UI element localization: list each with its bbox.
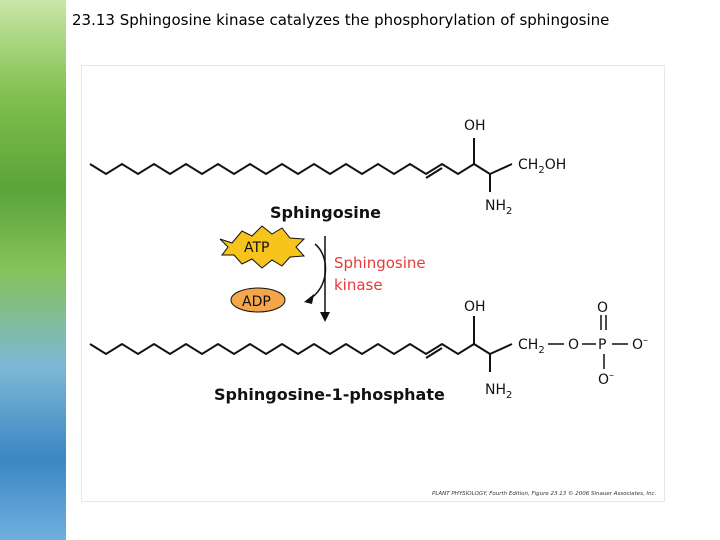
phosphorus-label: P: [598, 337, 606, 353]
leaf-background-panel: [0, 0, 66, 540]
s1p-ch2-label: CH2: [518, 337, 545, 356]
double-bond-line: [425, 167, 443, 179]
chain-bond: [473, 163, 491, 175]
s1p-nh2-label: NH2: [485, 382, 512, 401]
figure-credit: PLANT PHYSIOLOGY, Fourth Edition, Figure…: [432, 490, 657, 497]
sphingosine-name: Sphingosine: [270, 203, 381, 222]
bottom-oxygen-label: O–: [598, 370, 614, 388]
nh2-label: NH2: [485, 198, 512, 217]
atp-label: ATP: [244, 240, 269, 256]
ch2-label: CH2OH: [518, 157, 566, 176]
adp-label: ADP: [242, 294, 271, 310]
oh-label: OH: [464, 118, 486, 134]
adp-oval-shape: [230, 287, 286, 313]
right-oxygen-label: O–: [632, 335, 648, 353]
s1p-chain-bond: [473, 343, 491, 355]
sphingosine-carbon-chain: [89, 162, 475, 176]
atp-badge: ATP: [219, 225, 306, 269]
enzyme-label-line2: kinase: [334, 276, 383, 294]
slide-title: 23.13 Sphingosine kinase catalyzes the p…: [72, 11, 610, 29]
sphingosine-1-phosphate-structure: OH CH2 O P O O– O– NH2: [89, 299, 648, 401]
phosphoryl-oxygen-label: O: [597, 300, 608, 316]
s1p-double-bond-line: [425, 347, 443, 359]
s1p-ch2-bond: [489, 343, 513, 355]
s1p-oh-label: OH: [464, 299, 486, 315]
reaction-arrowhead: [320, 312, 330, 322]
enzyme-label-line1: Sphingosine: [334, 254, 426, 272]
adp-badge: ADP: [230, 287, 286, 313]
atp-starburst-shape: [219, 225, 306, 269]
reaction-diagram: OH CH2OH NH2 Sphingosine ATP ADP Sphingo…: [89, 118, 657, 497]
ch2-bond: [489, 163, 513, 175]
figure-panel: OH CH2OH NH2 Sphingosine ATP ADP Sphingo…: [82, 66, 664, 501]
sphingosine-structure: OH CH2OH NH2: [89, 118, 566, 217]
atp-to-adp-arrow: [307, 243, 327, 301]
bridge-oxygen-label: O: [568, 337, 579, 353]
s1p-carbon-chain: [89, 342, 475, 356]
s1p-name: Sphingosine-1-phosphate: [214, 385, 445, 404]
atp-to-adp-arrowhead: [304, 294, 314, 304]
